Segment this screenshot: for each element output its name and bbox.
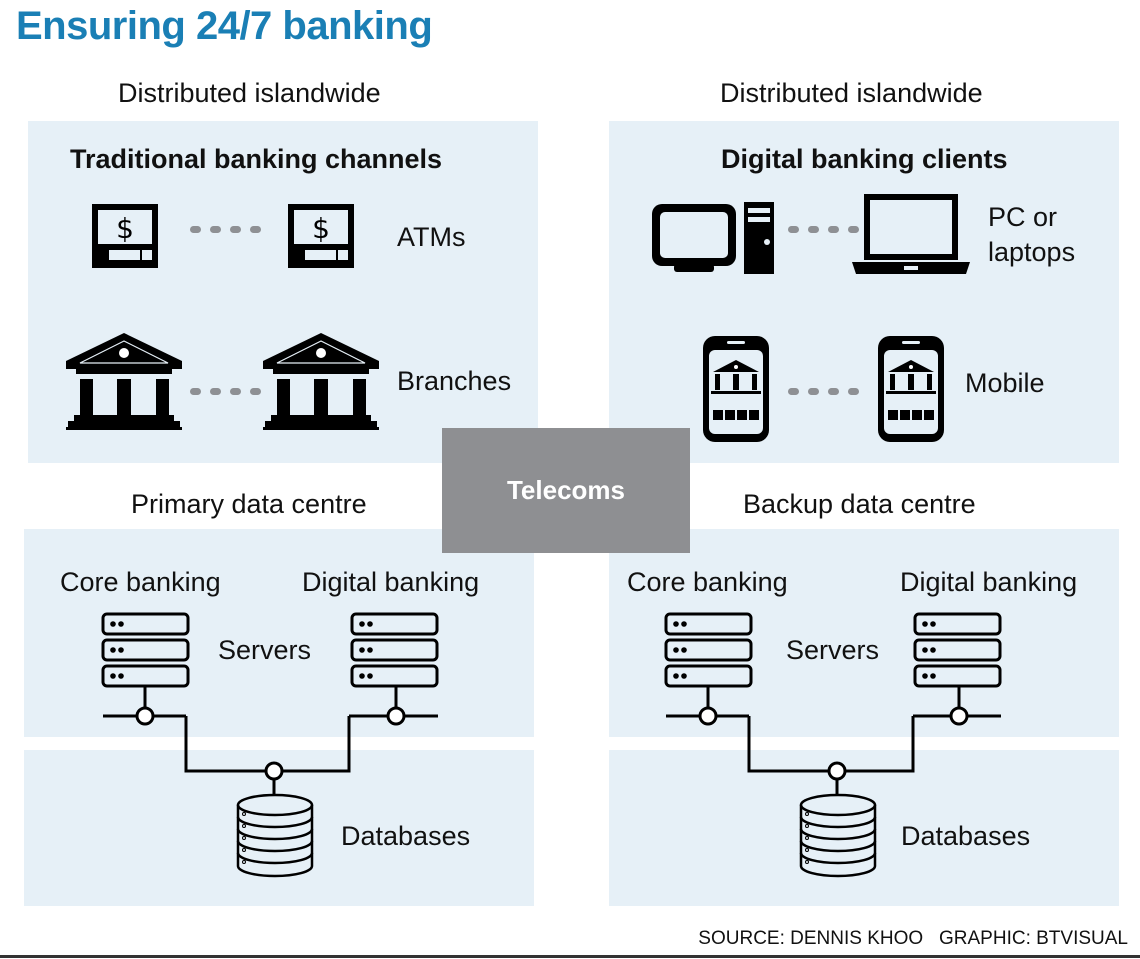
telecoms-label: Telecoms (506, 475, 625, 505)
network-node (386, 706, 406, 726)
digital-clients-panel (609, 121, 1119, 463)
database-icon (236, 793, 314, 878)
core-banking-label: Core banking (60, 567, 221, 597)
servers-label: Servers (218, 635, 312, 665)
network-node (135, 706, 155, 726)
network-node (698, 706, 718, 726)
mobile-label: Mobile (965, 368, 1045, 398)
source-credit: SOURCE: DENNIS KHOO GRAPHIC: BTVISUAL (698, 928, 1128, 949)
panel-title-digital: Digital banking clients (721, 144, 1008, 174)
branches-label: Branches (397, 366, 512, 396)
section-label-primary: Primary data centre (131, 489, 367, 519)
pc-laptops-label-line1: PC or (988, 202, 1058, 232)
digital-banking-label: Digital banking (302, 567, 480, 597)
servers-label: Servers (786, 635, 880, 665)
laptop-icon (852, 194, 970, 274)
desktop-pc-icon (652, 202, 774, 274)
section-label-top-left: Distributed islandwide (118, 78, 381, 108)
connector-dots (190, 226, 261, 233)
network-node (827, 761, 847, 781)
svg-text:$: $ (116, 212, 134, 245)
panel-title-traditional: Traditional banking channels (70, 144, 443, 174)
section-label-backup: Backup data centre (743, 489, 976, 519)
connector-dots (788, 388, 859, 395)
databases-label: Databases (341, 821, 471, 851)
mobile-bank-icon (878, 336, 944, 442)
core-banking-label: Core banking (627, 567, 788, 597)
network-node (264, 761, 284, 781)
databases-label: Databases (901, 821, 1031, 851)
telecoms-box: Telecoms (442, 428, 690, 553)
mobile-bank-icon (703, 336, 769, 442)
network-node (949, 706, 969, 726)
backup-databases-panel (609, 750, 1119, 906)
connector-dots (190, 388, 261, 395)
svg-text:$: $ (312, 212, 330, 245)
bank-branch-icon (66, 333, 182, 430)
section-label-top-right: Distributed islandwide (720, 78, 983, 108)
atm-icon: $ (92, 204, 158, 268)
connector-dots (788, 226, 859, 233)
digital-banking-label: Digital banking (900, 567, 1078, 597)
bottom-rule (0, 955, 1140, 958)
page-title: Ensuring 24/7 banking (16, 4, 433, 48)
atms-label: ATMs (397, 222, 466, 252)
pc-laptops-label-line2: laptops (988, 237, 1076, 267)
bank-branch-icon (263, 333, 379, 430)
atm-icon: $ (288, 204, 354, 268)
database-icon (799, 793, 877, 878)
